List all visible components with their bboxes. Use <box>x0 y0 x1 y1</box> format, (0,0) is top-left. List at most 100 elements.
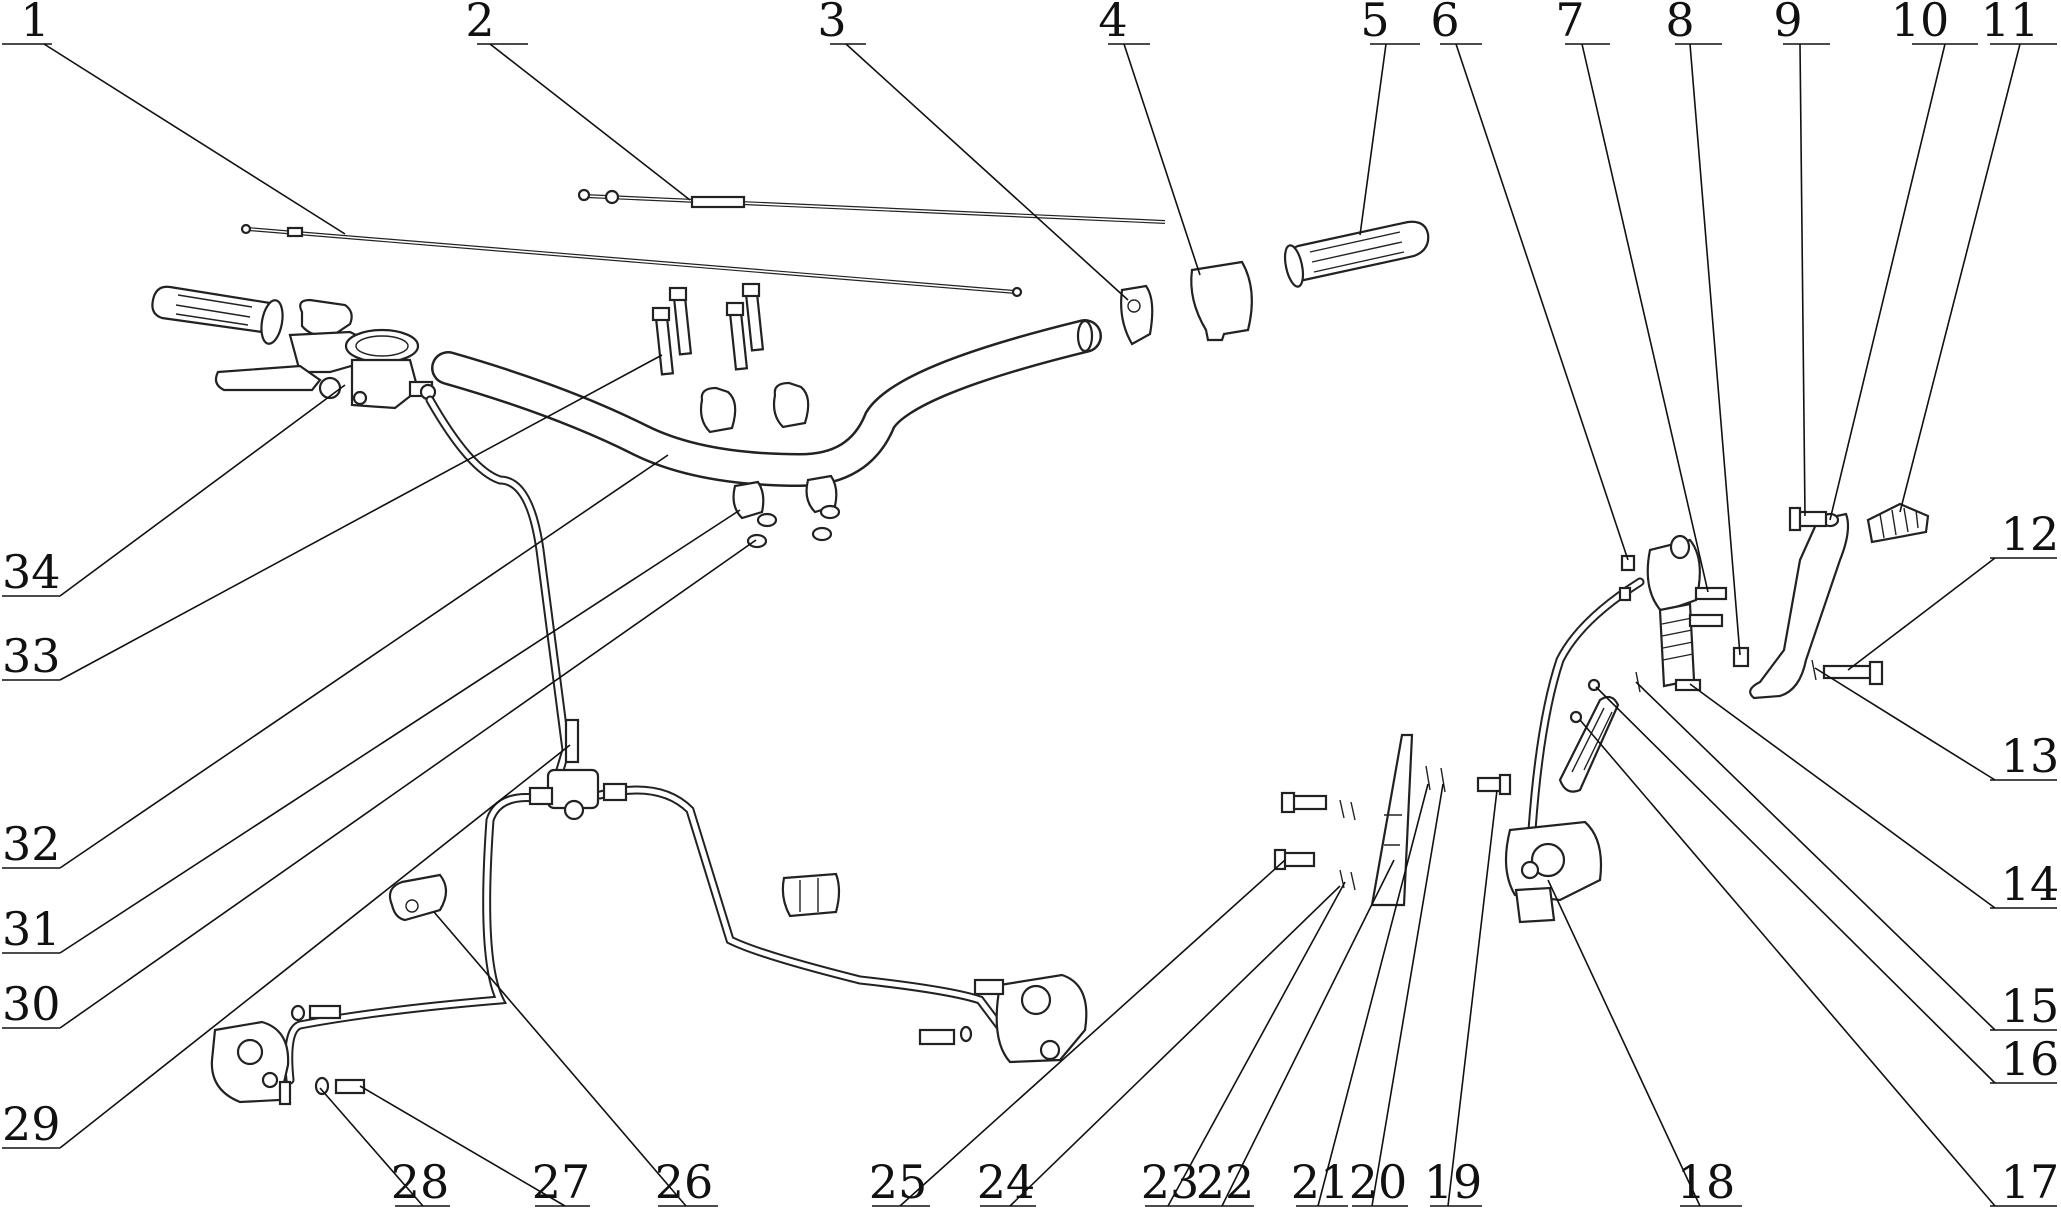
callout-21: 21 <box>1291 783 1429 1209</box>
callout-4: 4 <box>1098 0 1201 276</box>
callout-30: 30 <box>2 539 757 1031</box>
callout-label-9: 9 <box>1773 0 1802 47</box>
part-switch-3 <box>1120 284 1154 346</box>
callout-19: 19 <box>1424 789 1498 1209</box>
callout-label-2: 2 <box>465 0 494 47</box>
callout-label-8: 8 <box>1665 0 1694 47</box>
callout-leader-15 <box>1635 681 1996 1031</box>
callout-leader-6 <box>1455 43 1629 561</box>
callout-label-5: 5 <box>1360 0 1389 47</box>
part-grip-right <box>1283 220 1430 288</box>
callout-label-23: 23 <box>1141 1155 1200 1209</box>
callout-label-4: 4 <box>1098 0 1127 47</box>
part-pins-21-20 <box>1425 765 1446 793</box>
part-small-fasteners-6-8-14-15-16 <box>1569 554 1750 724</box>
part-cable-2 <box>577 188 1166 224</box>
callout-leader-12 <box>1847 557 1996 671</box>
part-grip-left <box>151 285 284 345</box>
callout-leader-8 <box>1689 43 1741 656</box>
callout-leader-11 <box>1899 43 2021 513</box>
callout-leader-5 <box>1359 43 1387 236</box>
callout-20: 20 <box>1349 783 1444 1209</box>
callout-label-21: 21 <box>1291 1155 1350 1209</box>
callout-2: 2 <box>465 0 691 201</box>
part-front-brake-hose <box>284 395 1015 1085</box>
callout-label-34: 34 <box>2 545 61 599</box>
callout-leader-22 <box>1221 859 1395 1207</box>
part-clip-26 <box>388 873 448 922</box>
part-bracket-17 <box>1558 695 1620 793</box>
callout-label-12: 12 <box>2001 507 2060 561</box>
part-bolts-33 <box>651 282 765 376</box>
callout-22: 22 <box>1196 859 1395 1209</box>
callout-leader-18 <box>1547 879 1701 1207</box>
callout-label-3: 3 <box>817 0 846 47</box>
callout-12: 12 <box>1847 507 2060 671</box>
part-rear-brake-hose <box>1527 577 1645 835</box>
part-bolts-7 <box>1688 586 1728 628</box>
callout-32: 32 <box>2 454 669 871</box>
callout-leader-25 <box>899 859 1286 1207</box>
part-bolt-9 <box>1788 506 1828 532</box>
callout-leader-23 <box>1167 881 1346 1207</box>
callout-25: 25 <box>869 859 1286 1209</box>
callout-14: 14 <box>1689 683 2060 911</box>
callout-leader-9 <box>1799 43 1806 517</box>
callout-label-17: 17 <box>2001 1155 2060 1209</box>
callout-label-13: 13 <box>2001 729 2060 783</box>
callout-leader-7 <box>1581 43 1709 593</box>
callout-label-16: 16 <box>2001 1032 2060 1086</box>
callout-leader-20 <box>1371 783 1444 1207</box>
callout-leader-17 <box>1579 719 1996 1207</box>
callout-leader-31 <box>59 509 741 954</box>
callout-13: 13 <box>1814 667 2060 783</box>
callout-label-27: 27 <box>532 1155 591 1209</box>
callout-label-22: 22 <box>1196 1155 1255 1209</box>
callout-16: 16 <box>1595 686 2060 1086</box>
callout-31: 31 <box>2 509 741 956</box>
callout-label-26: 26 <box>655 1155 714 1209</box>
callout-15: 15 <box>1635 681 2060 1033</box>
callout-leader-1 <box>43 43 346 235</box>
callout-label-20: 20 <box>1349 1155 1408 1209</box>
part-rear-caliper-18 <box>1504 820 1603 924</box>
part-washers-30 <box>746 504 841 549</box>
callout-3: 3 <box>817 0 1129 301</box>
callout-5: 5 <box>1359 0 1420 236</box>
part-caliper-center <box>918 973 1088 1064</box>
callout-label-11: 11 <box>1981 0 2040 47</box>
callout-label-28: 28 <box>391 1155 450 1209</box>
callout-leader-27 <box>359 1085 566 1207</box>
callout-leader-33 <box>59 354 663 681</box>
callout-label-15: 15 <box>2001 979 2060 1033</box>
callout-leader-29 <box>59 744 571 1149</box>
callout-label-30: 30 <box>2 977 61 1031</box>
callout-leader-10 <box>1829 43 1946 521</box>
callout-24: 24 <box>977 885 1341 1209</box>
callout-26: 26 <box>433 911 718 1209</box>
part-disc-plate-22 <box>1370 733 1414 907</box>
callout-label-18: 18 <box>1677 1155 1736 1209</box>
part-footpeg-11 <box>1866 502 1930 544</box>
callout-label-14: 14 <box>2001 857 2060 911</box>
callout-label-29: 29 <box>2 1097 61 1151</box>
callout-6: 6 <box>1430 0 1629 561</box>
callout-label-32: 32 <box>2 817 61 871</box>
callout-label-31: 31 <box>2 902 61 956</box>
part-rear-master-cylinder <box>1646 534 1701 688</box>
callout-label-24: 24 <box>977 1155 1036 1209</box>
callout-1: 1 <box>2 0 346 235</box>
callout-label-19: 19 <box>1424 1155 1483 1209</box>
callout-label-33: 33 <box>2 629 61 683</box>
callout-11: 11 <box>1899 0 2057 513</box>
callout-29: 29 <box>2 744 571 1151</box>
callout-27: 27 <box>359 1085 591 1209</box>
callout-label-1: 1 <box>20 0 49 47</box>
callout-leader-21 <box>1317 783 1429 1207</box>
part-bolts-25-24 <box>1273 791 1356 891</box>
callout-28: 28 <box>319 1087 450 1209</box>
callout-leader-16 <box>1595 686 1996 1084</box>
callout-17: 17 <box>1579 719 2060 1209</box>
callout-leader-19 <box>1447 789 1498 1207</box>
